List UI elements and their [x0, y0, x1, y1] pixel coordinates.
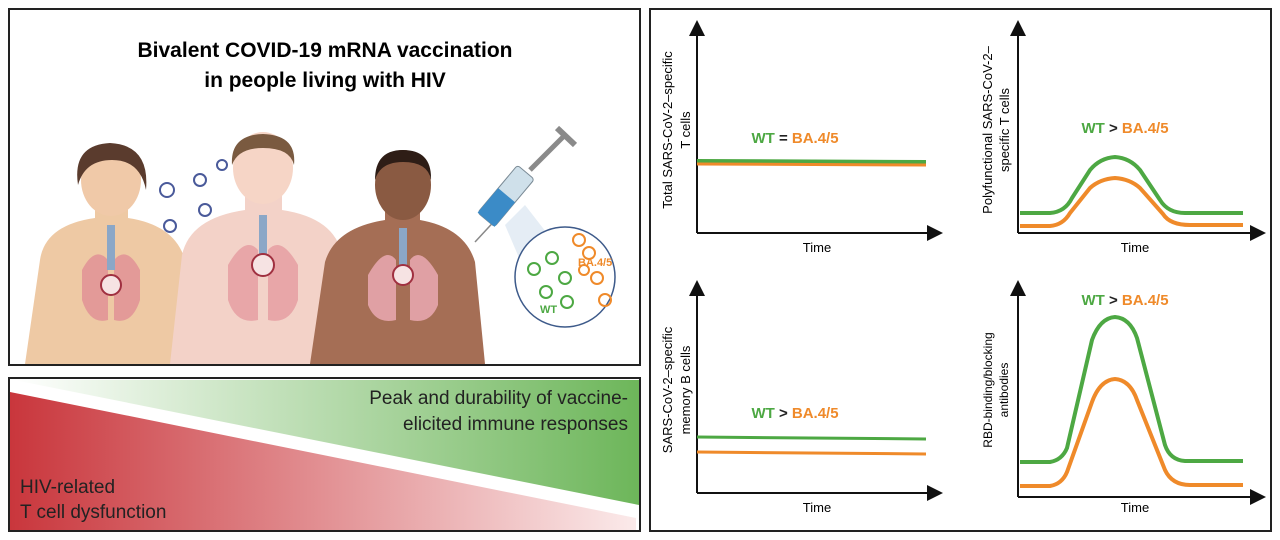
comparison-label: WT > BA.4/5 [1081, 292, 1168, 309]
x-label: Time [1121, 500, 1149, 515]
virus-particles-icon [159, 159, 228, 233]
y-label-line-2: antibodies [997, 363, 1011, 418]
wt-line [696, 435, 927, 441]
y-label-line-2: specific T cells [997, 87, 1012, 172]
y-label-line-1: Total SARS-CoV-2–specific [660, 51, 675, 209]
y-label-line-1: SARS-CoV-2–specific [660, 326, 675, 453]
red-text-line-2: T cell dysfunction [20, 502, 166, 523]
person-man-dark [310, 150, 485, 364]
title-line-2: in people living with HIV [204, 69, 446, 92]
person-woman [25, 143, 192, 364]
wt-curve [1020, 154, 1243, 215]
green-text-line-1: Peak and durability of vaccine- [369, 388, 628, 409]
vaccine-bubble: WT BA.4/5 [514, 226, 616, 328]
plot-rbd-antibodies: RBD-binding/blocking antibodies Time WT … [981, 280, 1266, 515]
comparison-label: WT = BA.4/5 [751, 130, 838, 147]
plot-memory-b-cells: SARS-CoV-2–specific memory B cells Time … [660, 280, 943, 515]
wt-curve [1020, 314, 1243, 464]
bubble-wt-label: WT [540, 304, 557, 316]
x-label: Time [1121, 240, 1149, 255]
comparison-label: WT > BA.4/5 [751, 405, 838, 422]
person-man-light [170, 132, 355, 364]
y-label-line-2: T cells [678, 111, 693, 149]
y-label-line-2: memory B cells [678, 345, 693, 434]
plot-polyfunctional-t-cells: Polyfunctional SARS-CoV-2– specific T ce… [980, 20, 1266, 255]
x-label: Time [803, 500, 831, 515]
x-label: Time [803, 240, 831, 255]
illustration-panel: Bivalent COVID-19 mRNA vaccination in pe… [8, 8, 641, 366]
y-label-line-1: RBD-binding/blocking [981, 332, 995, 447]
title-line-1: Bivalent COVID-19 mRNA vaccination [138, 39, 513, 62]
red-text-line-1: HIV-related [20, 477, 115, 498]
gradient-panel: Peak and durability of vaccine- elicited… [8, 377, 641, 532]
ba45-curve [1020, 376, 1243, 488]
wt-line [696, 159, 927, 164]
bubble-ba-label: BA.4/5 [578, 257, 612, 269]
plots-panel: Total SARS-CoV-2–specific T cells Time W… [649, 8, 1272, 532]
red-wedge [10, 392, 636, 530]
ba45-line [696, 162, 927, 167]
ba45-curve [1020, 175, 1243, 228]
green-text-line-2: elicited immune responses [403, 414, 628, 435]
y-label-line-1: Polyfunctional SARS-CoV-2– [980, 45, 995, 213]
plot-total-t-cells: Total SARS-CoV-2–specific T cells Time W… [660, 20, 943, 255]
comparison-label: WT > BA.4/5 [1081, 120, 1168, 137]
ba45-line [696, 450, 927, 456]
green-wedge [14, 380, 639, 505]
